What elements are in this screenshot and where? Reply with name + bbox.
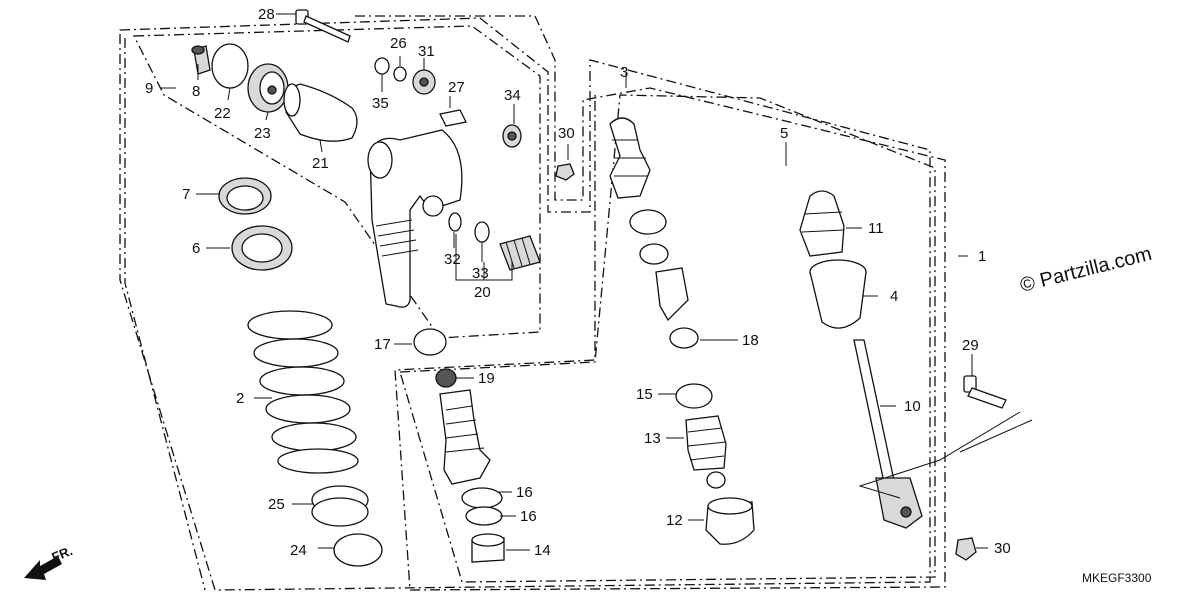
callout-14[interactable]: 14 xyxy=(534,542,551,559)
callout-16-lower[interactable]: 16 xyxy=(520,508,537,525)
callout-11[interactable]: 11 xyxy=(868,220,884,237)
callout-15[interactable]: 15 xyxy=(636,386,653,403)
part-18-washer[interactable] xyxy=(669,327,699,349)
callout-1[interactable]: 1 xyxy=(978,248,986,265)
part-15-ring[interactable] xyxy=(675,383,713,409)
callout-30-upper[interactable]: 30 xyxy=(558,125,575,142)
part-25-spring-seat[interactable] xyxy=(311,485,369,527)
damper-piston-stack[interactable] xyxy=(439,389,491,485)
part-22-oring[interactable] xyxy=(211,43,249,89)
callout-8[interactable]: 8 xyxy=(192,83,200,100)
callout-24[interactable]: 24 xyxy=(290,542,307,559)
callout-16-upper[interactable]: 16 xyxy=(516,484,533,501)
callout-2[interactable]: 2 xyxy=(236,390,244,407)
part-2-spring[interactable] xyxy=(247,310,359,474)
callout-28[interactable]: 28 xyxy=(258,6,275,23)
part-34-collar[interactable] xyxy=(502,124,522,148)
callout-27[interactable]: 27 xyxy=(448,79,465,96)
callout-33[interactable]: 33 xyxy=(472,265,489,282)
callout-34[interactable]: 34 xyxy=(504,87,521,104)
callout-30-lower[interactable]: 30 xyxy=(994,540,1011,557)
callout-labels: 1 2 3 4 5 6 7 8 9 10 11 12 13 14 15 16 1… xyxy=(145,6,1011,559)
part-23-bladder-cap[interactable] xyxy=(247,63,289,113)
callout-20[interactable]: 20 xyxy=(474,284,491,301)
callout-12[interactable]: 12 xyxy=(666,512,683,529)
part-16-bushing-upper[interactable] xyxy=(461,487,503,509)
callout-4[interactable]: 4 xyxy=(890,288,898,305)
callout-3[interactable]: 3 xyxy=(620,64,628,81)
part-3-bump-rubber[interactable] xyxy=(609,117,651,199)
part-4-collar[interactable] xyxy=(809,259,867,329)
callout-25[interactable]: 25 xyxy=(268,496,285,513)
leader-lines xyxy=(160,13,1033,551)
part-31-nut[interactable] xyxy=(412,69,436,95)
part-11-dust-boot[interactable] xyxy=(799,190,845,257)
watermark-text: © Partzilla.com xyxy=(1018,243,1154,297)
part-35-oring[interactable] xyxy=(374,57,390,75)
part-19-nut[interactable] xyxy=(435,368,457,388)
part-7-lock-nut[interactable] xyxy=(218,177,272,215)
part-8-valve[interactable] xyxy=(191,45,211,75)
part-29-bolt[interactable] xyxy=(963,375,1007,409)
callout-22[interactable]: 22 xyxy=(214,105,231,122)
callout-13[interactable]: 13 xyxy=(644,430,661,447)
part-24-stopper-ring[interactable] xyxy=(333,533,383,567)
part-16-bushing-lower[interactable] xyxy=(465,506,503,526)
callout-32[interactable]: 32 xyxy=(444,251,461,268)
callout-35[interactable]: 35 xyxy=(372,95,389,112)
part-6-adjust-nut[interactable] xyxy=(231,225,293,271)
front-direction-label: FR. xyxy=(50,543,75,565)
assembly-outlines xyxy=(119,15,946,591)
callout-6[interactable]: 6 xyxy=(192,240,200,257)
small-bushing[interactable] xyxy=(706,471,726,489)
callout-31[interactable]: 31 xyxy=(418,43,435,60)
seal-stack[interactable] xyxy=(629,209,689,322)
part-21-bladder[interactable] xyxy=(283,83,358,142)
part-12-bump-cap[interactable] xyxy=(705,497,755,545)
callout-5[interactable]: 5 xyxy=(780,125,788,142)
part-20-adjuster[interactable] xyxy=(499,235,541,271)
part-27-label[interactable] xyxy=(439,109,467,127)
part-13-bump-cushion[interactable] xyxy=(685,415,727,471)
part-33-oring[interactable] xyxy=(474,221,490,243)
callout-29[interactable]: 29 xyxy=(962,337,979,354)
callout-26[interactable]: 26 xyxy=(390,35,407,52)
part-28-bolt[interactable] xyxy=(295,9,351,43)
callout-17[interactable]: 17 xyxy=(374,336,391,353)
part-32-oring[interactable] xyxy=(448,212,462,232)
part-14-sleeve[interactable] xyxy=(471,533,505,563)
callout-19[interactable]: 19 xyxy=(478,370,495,387)
part-26-oring[interactable] xyxy=(393,66,407,82)
part-30-nut-upper[interactable] xyxy=(555,163,575,181)
callout-10[interactable]: 10 xyxy=(904,398,921,415)
shock-body[interactable] xyxy=(367,129,463,308)
callout-7[interactable]: 7 xyxy=(182,186,190,203)
diagram-code: MKEGF3300 xyxy=(1082,571,1152,585)
part-10-shaft[interactable] xyxy=(853,339,923,529)
callout-23[interactable]: 23 xyxy=(254,125,271,142)
callout-18[interactable]: 18 xyxy=(742,332,759,349)
callout-21[interactable]: 21 xyxy=(312,155,329,172)
part-30-nut-lower[interactable] xyxy=(955,537,977,561)
front-direction-arrow-icon xyxy=(24,556,62,580)
callout-9[interactable]: 9 xyxy=(145,80,153,97)
part-17-circlip[interactable] xyxy=(413,328,447,356)
